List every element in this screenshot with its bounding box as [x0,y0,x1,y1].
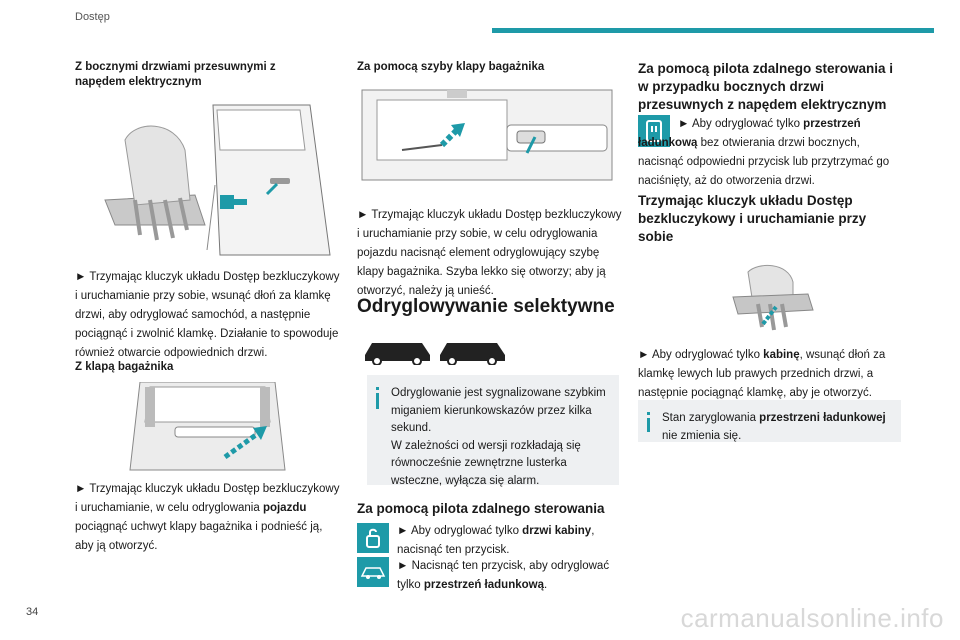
heading-tailgate: Z klapą bagażnika [75,361,174,373]
illustration-rear-window [361,89,613,181]
illustration-front-door-handle [732,264,814,331]
header-accent-bar [492,28,934,33]
unlock-cabin-icon [357,523,389,553]
paragraph-keyless-cabin: ► Aby odryglować tylko kabinę, wsunąć dł… [638,346,903,403]
unlock-cargo-icon [357,557,389,587]
note-cargo-bold: przestrzeni ładunkowej [759,412,886,424]
info-icon [376,387,379,390]
page-number: 34 [26,606,39,618]
heading-remote: Za pomocą pilota zdalnego sterowania [357,501,605,516]
remote-cabin-text-1: ► Aby odryglować tylko [397,525,523,537]
paragraph-electric-doors: ► Trzymając kluczyk układu Dostęp bezklu… [75,271,340,359]
info-note-signal: Odryglowanie jest sygnalizowane szybkim … [367,375,619,487]
van-cargo-icon [440,343,505,361]
van-icons [365,343,505,365]
keyless-text-1: ► Aby odryglować tylko [638,349,764,361]
illustration-tailgate [129,382,286,471]
note-cargo-text-2: nie zmienia się. [662,429,742,442]
remote-cabin-text-2: , nacisnąć ten przycisk. [397,525,595,556]
paragraph-remote-side: ► Aby odryglować tylko przestrzeń ładunk… [638,115,903,191]
note-signal-line-1: Odryglowanie jest sygnalizowane szybkim … [391,387,606,434]
paragraph-window: ► Trzymając kluczyk układu Dostęp bezklu… [357,209,622,297]
note-signal-line-2: W zależności od wersji rozkładają się ró… [391,439,581,487]
remote-side-text-1: ► Aby odryglować tylko [678,118,804,130]
watermark: carmanualsonline.info [680,603,944,633]
remote-cargo-text-2: . [543,579,548,591]
remote-cargo-bold: przestrzeń ładunkową [423,579,544,591]
section-header: Dostęp [75,11,110,23]
keyless-bold: kabinę [763,349,800,361]
tailgate-text-bold: pojazdu [262,502,307,514]
unlock-side-door-icon [638,115,670,147]
paragraph-tailgate: ► Trzymając kluczyk układu Dostęp bezklu… [75,480,340,556]
remote-side-text-2: bez otwierania drzwi bocznych, nacisnąć … [638,137,890,187]
info-icon-bar [376,393,379,409]
paragraph-remote-cargo: ► Nacisnąć ten przycisk, aby odryglować … [397,557,622,595]
illustration-hand-door-handle [104,104,331,256]
paragraph-remote-cabin: ► Aby odryglować tylko drzwi kabiny, nac… [397,522,622,560]
remote-cargo-text-1: ► Nacisnąć ten przycisk, aby odryglować … [397,560,610,591]
remote-cabin-bold: drzwi kabiny [522,525,592,537]
van-cabin-icon [365,343,430,361]
info-note-cargo-lock: Stan zaryglowania przestrzeni ładunkowej… [638,400,901,442]
heading-keyless-cabin: Trzymając kluczyk układu Dostęp bezklucz… [638,193,867,244]
heading-window: Za pomocą szyby klapy bagażnika [357,61,545,73]
heading-remote-side-doors: Za pomocą pilota zdalnego sterowania i w… [638,61,894,112]
note-cargo-text-1: Stan zaryglowania [662,412,760,424]
info-icon-bar [647,418,650,432]
tailgate-text-2: pociągnąć uchwyt klapy bagażnika i podni… [75,521,323,552]
keyless-text-2: , wsunąć dłoń za klamkę lewych lub prawy… [638,349,886,399]
tailgate-text-1: ► Trzymając kluczyk układu Dostęp bezklu… [75,483,340,514]
heading-electric-doors: Z bocznymi drzwiami przesuwnymi z napęde… [75,61,276,88]
remote-side-bold: przestrzeń ładunkową [638,118,861,149]
heading-selective-unlock: Odryglowywanie selektywne [357,296,615,317]
info-icon [647,412,650,415]
